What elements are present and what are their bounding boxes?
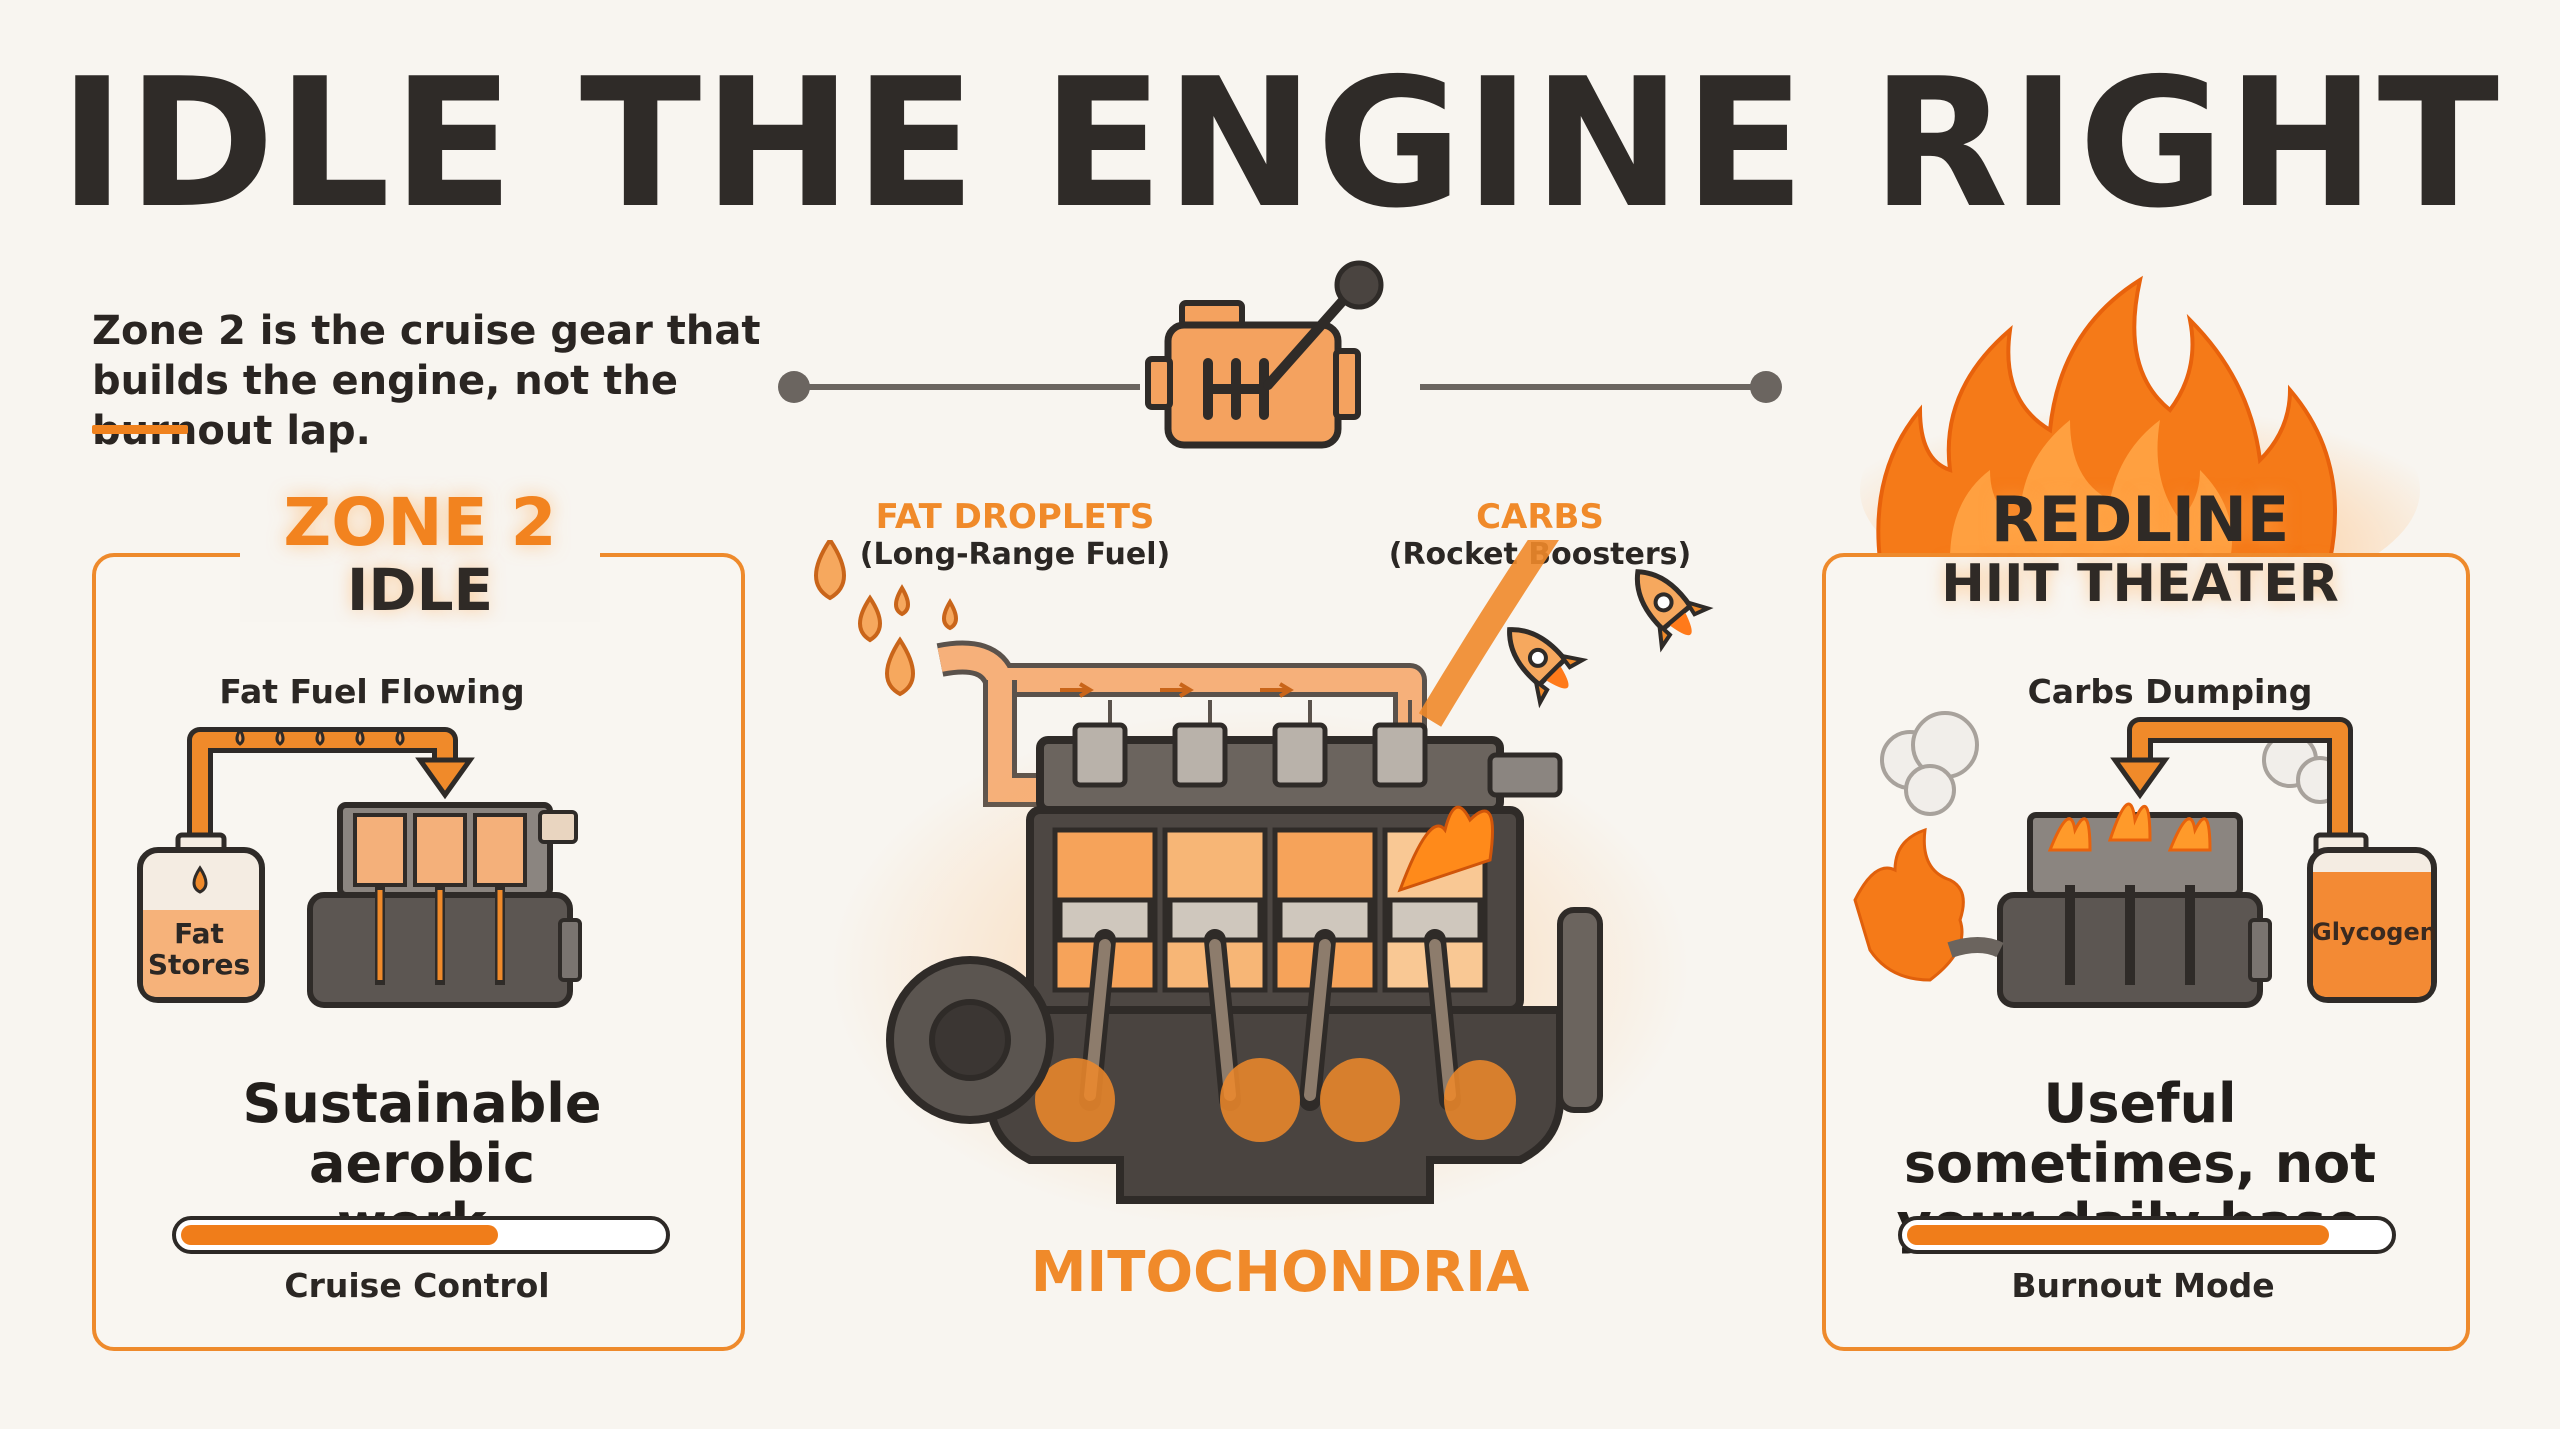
glycogen-tank [2307,832,2437,1003]
engine-gearshift-timeline [778,260,1782,449]
burnout-mode-label: Burnout Mode [2011,1266,2275,1305]
redline-engine-icon [1997,802,2272,1008]
rocket-icon [1634,569,1714,653]
fuel-drop-icon [814,540,958,697]
small-engine-icon [307,802,582,1008]
glycogen-label: Glycogen [2312,918,2437,946]
zone2-engine-illustration [137,727,582,1008]
flame-icon [1397,805,1494,893]
zone2-caption: Sustainable aerobic work. [242,1072,602,1254]
cruise-control-label: Cruise Control [284,1266,550,1305]
intro-underline [92,425,188,434]
carbs-label: CARBS [1476,497,1604,537]
mitochondria-engine-illustration [814,540,1690,1220]
redline-engine-illustration [1853,711,2437,1008]
cruise-control-meter-fill [181,1225,498,1245]
zone2-title: ZONE 2 [283,484,557,561]
burnout-meter [1898,1216,2396,1254]
flame-icon [1853,827,1965,982]
flame-icon [1876,275,2337,562]
redline-flames [1860,275,2420,570]
zone2-subtitle: IDLE [346,556,494,624]
burnout-meter-fill [1907,1225,2329,1245]
engine-gearshift-icon [1145,260,1384,449]
rockets-illustration [1507,569,1714,709]
intro-text: Zone 2 is the cruise gear that builds th… [92,308,761,454]
carbs-dump-label: Carbs Dumping [2027,672,2313,711]
fat-droplets-label: FAT DROPLETS [875,497,1155,537]
redline-title: REDLINE [1990,483,2290,556]
mitochondria-label: MITOCHONDRIA [1030,1240,1530,1305]
redline-subtitle: HIIT THEATER [1941,554,2339,614]
cruise-control-meter [172,1216,670,1254]
flame-icon [2047,802,2212,852]
fuel-drop-icon [192,865,208,894]
fat-droplets-sublabel: (Long-Range Fuel) [859,537,1171,572]
fat-flow-label: Fat Fuel Flowing [219,672,525,711]
fat-stores-tank [137,832,265,1003]
page-title: IDLE THE ENGINE RIGHT [58,40,2502,247]
redline-heading: REDLINE HIIT THEATER [1910,488,2370,616]
zone2-heading: ZONE 2 IDLE [240,488,600,622]
fat-stores-label: Fat Stores [147,917,251,981]
rocket-icon [1507,627,1589,709]
